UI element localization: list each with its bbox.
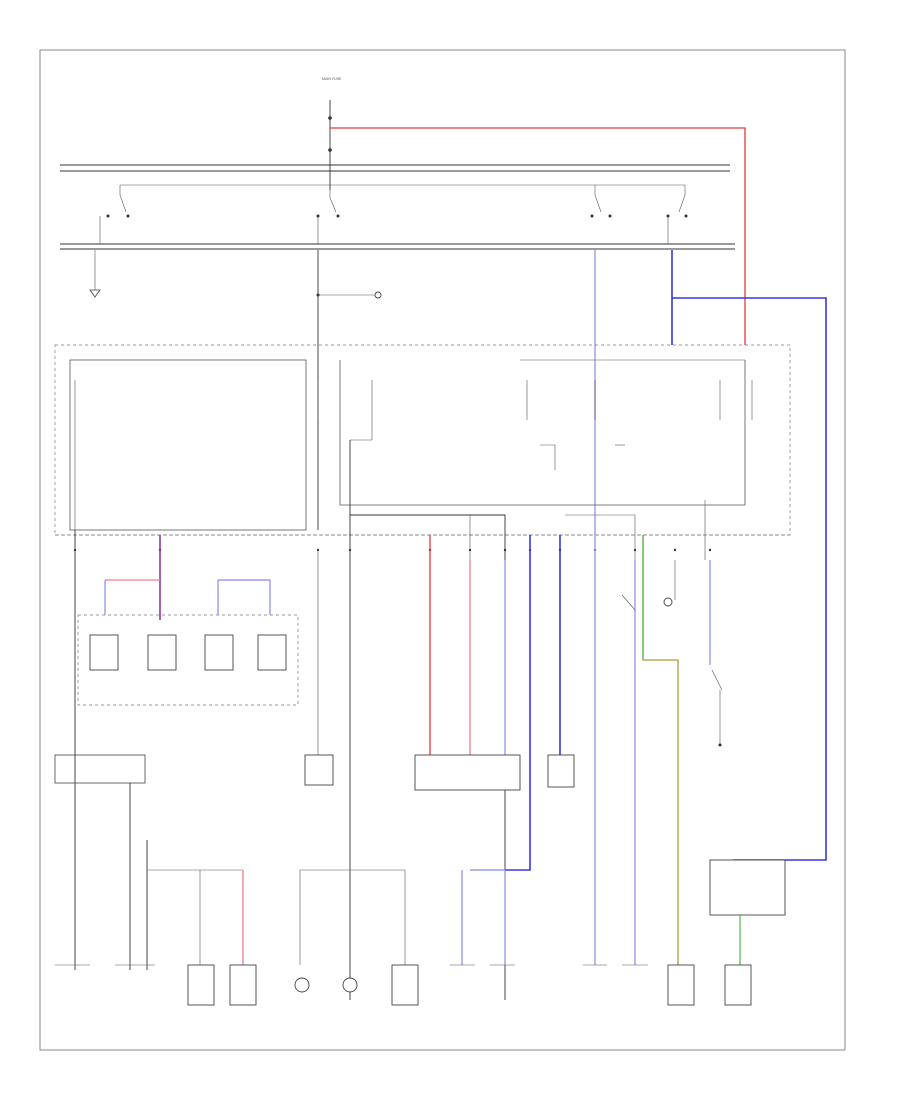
component-right-center xyxy=(547,754,575,788)
blue-loop-wire xyxy=(672,297,827,861)
top-feed: MAIN FUSE xyxy=(322,77,746,345)
ignition-switches xyxy=(99,185,688,244)
component-center-left xyxy=(304,754,334,786)
diagram-border xyxy=(39,49,846,1051)
component-center-block xyxy=(414,754,521,791)
bottom-components xyxy=(55,869,752,1006)
component-right-module xyxy=(709,859,786,916)
connector-row xyxy=(73,548,712,552)
fuse-box-outline xyxy=(54,344,791,536)
red-feed-wire xyxy=(330,127,746,345)
ground-symbol-top xyxy=(89,250,101,298)
ignition-bus xyxy=(60,160,735,250)
fuse-stubs xyxy=(74,380,753,530)
top-connector-label: MAIN FUSE xyxy=(322,77,342,81)
tan-wire xyxy=(642,535,679,965)
relay-module-group xyxy=(77,535,299,706)
